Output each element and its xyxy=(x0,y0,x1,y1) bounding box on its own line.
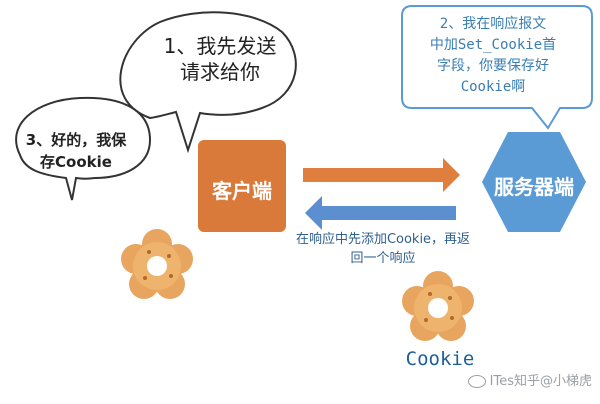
bubble-client-send-text: 1、我先发送 请求给你 xyxy=(150,33,290,85)
bubble-server-line: Cookie啊 xyxy=(460,79,526,95)
bubble-server-line: 中加Set_Cookie首 xyxy=(429,37,557,53)
server-node xyxy=(482,132,586,232)
cookie-label: Cookie xyxy=(405,348,475,370)
bubble-client-save-line: 3、好的，我保 xyxy=(25,131,127,149)
response-arrow-line: 回一个响应 xyxy=(350,251,416,266)
watermark-icon xyxy=(467,375,486,388)
response-arrow xyxy=(305,196,456,230)
request-arrow xyxy=(303,158,460,192)
bubble-server-line: 字段，你要保存好 xyxy=(437,58,549,74)
cookie-icon xyxy=(402,271,474,341)
bubble-server-line: 2、我在响应报文 xyxy=(439,16,547,32)
watermark-text: ITes知乎@小梯虎 xyxy=(489,374,592,389)
bubble-server-text: 2、我在响应报文 中加Set_Cookie首 字段，你要保存好 Cookie啊 xyxy=(398,14,588,98)
cookie-icon xyxy=(121,229,193,299)
bubble-client-save xyxy=(15,96,152,201)
server-node-label: 服务器端 xyxy=(494,175,574,199)
client-node xyxy=(198,140,286,232)
bubble-server xyxy=(401,5,593,130)
bubble-client-send-line: 1、我先发送 xyxy=(163,34,277,58)
bubble-client-save-text: 3、好的，我保 存Cookie xyxy=(12,129,140,173)
bubble-client-save-line: 存Cookie xyxy=(40,153,112,171)
response-arrow-label: 在响应中先添加Cookie，再返 回一个响应 xyxy=(268,230,498,268)
watermark: ITes知乎@小梯虎 xyxy=(422,370,592,389)
bubble-client-send-line: 请求给你 xyxy=(180,60,260,84)
response-arrow-line: 在响应中先添加Cookie，再返 xyxy=(295,232,471,247)
bubble-client-send xyxy=(119,11,297,154)
client-node-label: 客户端 xyxy=(212,179,272,203)
